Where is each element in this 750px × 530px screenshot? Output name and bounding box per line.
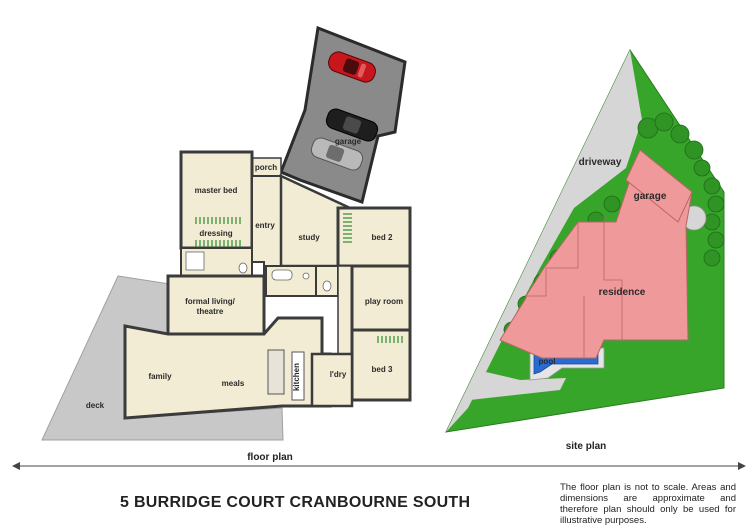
site-label-pool: pool (539, 357, 556, 366)
room-label-master-bed: master bed (195, 186, 238, 195)
room-label-entry: entry (255, 221, 275, 230)
site-plan: driveway garage residence pool (445, 48, 725, 433)
site-label-driveway: driveway (579, 157, 622, 168)
wardrobe-hatching (195, 213, 403, 343)
room-label-play-room: play room (365, 297, 403, 306)
property-title: 5 BURRIDGE COURT CRANBOURNE SOUTH (120, 494, 471, 511)
room-label-garage: garage (335, 137, 362, 146)
kitchen-counter (291, 351, 305, 401)
site-plan-caption: site plan (566, 441, 607, 452)
room-label-study: study (298, 233, 320, 242)
room-label-family: family (148, 372, 172, 381)
room-label-laundry: l'dry (330, 370, 347, 379)
site-label-residence: residence (599, 287, 646, 298)
room-label-bed-2: bed 2 (372, 233, 393, 242)
floor-plan-caption: floor plan (247, 452, 293, 463)
room-label-deck: deck (86, 401, 105, 410)
silver-car-icon (310, 137, 364, 171)
roof-ridges (526, 216, 623, 358)
site-label-garage: garage (634, 191, 667, 202)
black-car-icon (325, 108, 379, 142)
room-label-bed-3: bed 3 (372, 365, 393, 374)
garage (279, 25, 407, 204)
red-car-icon (328, 51, 376, 83)
garage-roof (625, 149, 693, 223)
disclaimer-text: The floor plan is not to scale. Areas an… (560, 482, 736, 526)
driveway (446, 50, 642, 432)
room-label-kitchen: kitchen (292, 363, 301, 391)
room-label-dressing: dressing (199, 229, 232, 238)
kitchen-island (267, 349, 285, 395)
bathroom-fixtures (185, 251, 332, 292)
floor-plan: master bed dressing porch entry study be… (41, 25, 412, 441)
room-label-theatre: theatre (197, 307, 224, 316)
room-label-meals: meals (222, 379, 245, 388)
residence-roof (499, 149, 693, 359)
room-label-porch: porch (255, 163, 277, 172)
floor-plan-labels: master bed dressing porch entry study be… (86, 137, 403, 410)
room-label-formal-living: formal living/ (185, 297, 236, 306)
divider-arrow (12, 462, 746, 470)
site-verge (470, 372, 566, 400)
